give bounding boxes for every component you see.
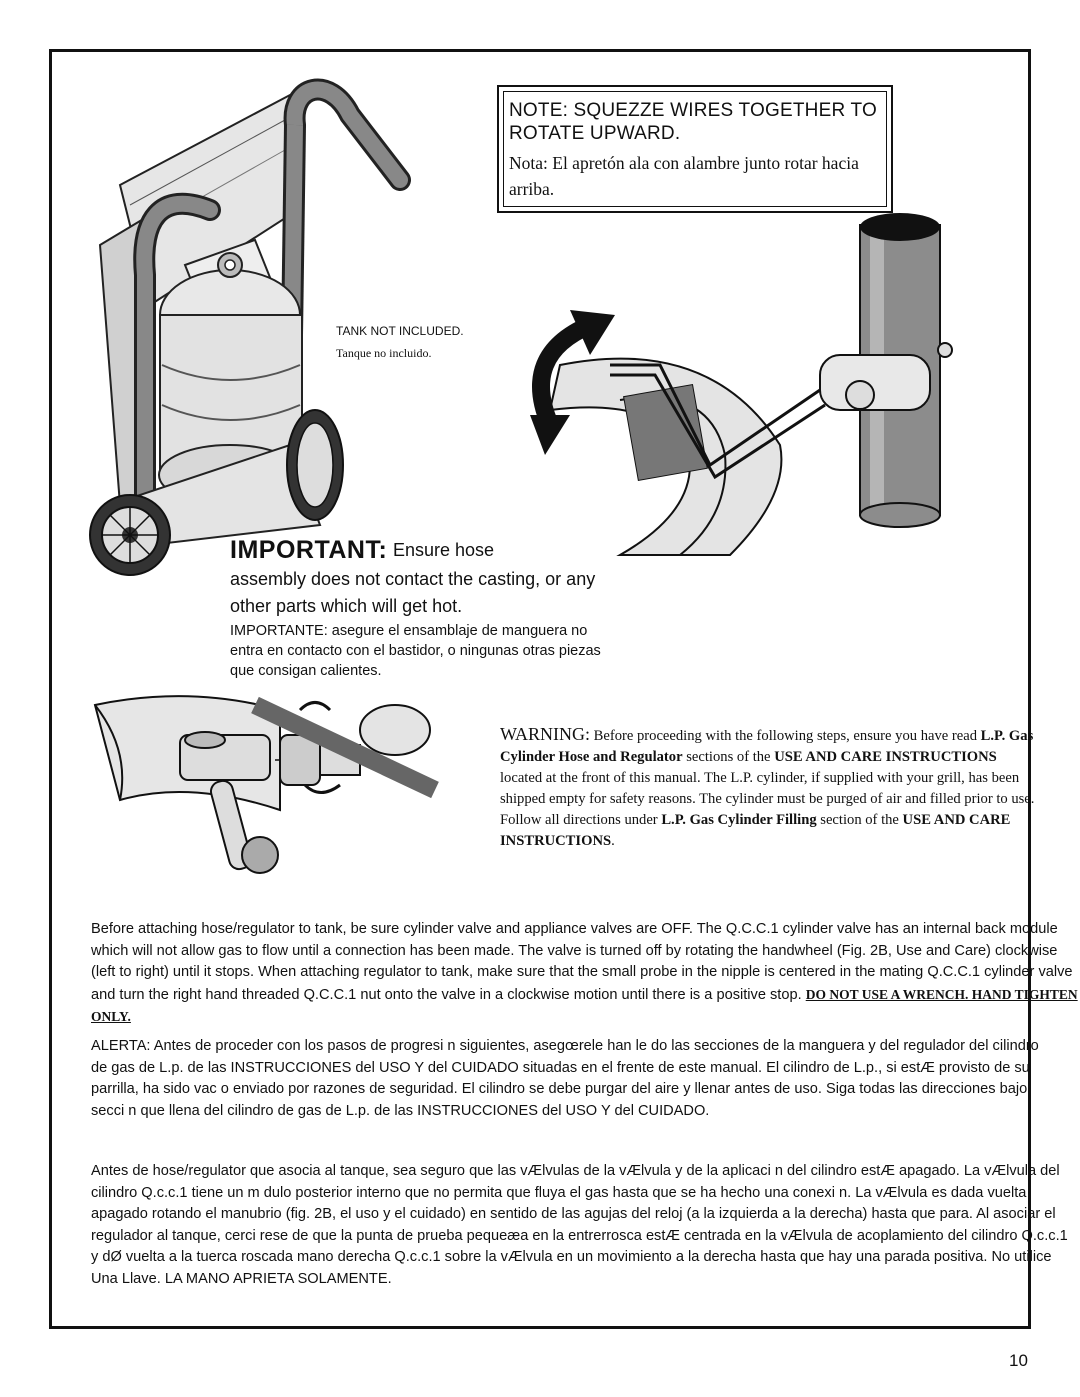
important-text: assembly does not contact the casting, o…	[230, 569, 596, 616]
warning-text-1: Before proceeding with the following ste…	[590, 728, 981, 744]
important-text-start: Ensure hose	[393, 540, 495, 560]
important-heading: IMPORTANT:	[230, 536, 388, 564]
page-border	[49, 49, 1031, 1329]
instructions-english: Before attaching hose/regulator to tank,…	[91, 919, 1080, 1029]
instructions-antes: Antes de hose/regulator que asocia al ta…	[91, 1163, 1068, 1287]
note-spanish: Nota: El apretón ala con alambre junto r…	[509, 153, 859, 199]
warning-label: WARNING:	[500, 724, 590, 744]
warning-paragraph: WARNING: Before proceeding with the foll…	[500, 724, 1040, 852]
warning-bold-2: USE AND CARE INSTRUCTIONS	[774, 749, 997, 765]
note-english: NOTE: SQUEZZE WIRES TOGETHER TO ROTATE U…	[509, 100, 877, 144]
warning-bold-1: L.P. Gas Cylinder Hose and Regulator	[500, 728, 1034, 765]
wire-clip-illustration	[530, 213, 953, 556]
warning-text-3: located at the front of this manual. The…	[500, 770, 1035, 828]
instructions-english-text: Before attaching hose/regulator to tank,…	[91, 921, 1073, 1003]
page-number: 10	[1009, 1351, 1028, 1370]
warning-text-2: sections of the	[682, 749, 775, 765]
warning-bold-4: USE AND CARE INSTRUCTIONS	[500, 812, 1011, 849]
tank-note-english: TANK NOT INCLUDED.	[336, 324, 464, 338]
instructions-english-emphasis: DO NOT USE A WRENCH. HAND TIGHTEN ONLY.	[91, 986, 1078, 1025]
warning-bold-3: L.P. Gas Cylinder Filling	[661, 812, 817, 828]
instructions-alerta: ALERTA: Antes de proceder con los pasos …	[91, 1038, 1039, 1119]
valve-connection-illustration	[93, 695, 439, 874]
warning-text-4: section of the	[816, 812, 903, 828]
note-box: NOTE: SQUEZZE WIRES TOGETHER TO ROTATE U…	[497, 85, 893, 213]
important-spanish: IMPORTANTE: asegure el ensamblaje de man…	[230, 623, 601, 679]
tank-note-spanish: Tanque no incluido.	[336, 346, 432, 360]
warning-text-5: .	[611, 833, 615, 849]
note-box-inner-border	[503, 91, 887, 207]
grill-cart-illustration	[89, 78, 411, 576]
